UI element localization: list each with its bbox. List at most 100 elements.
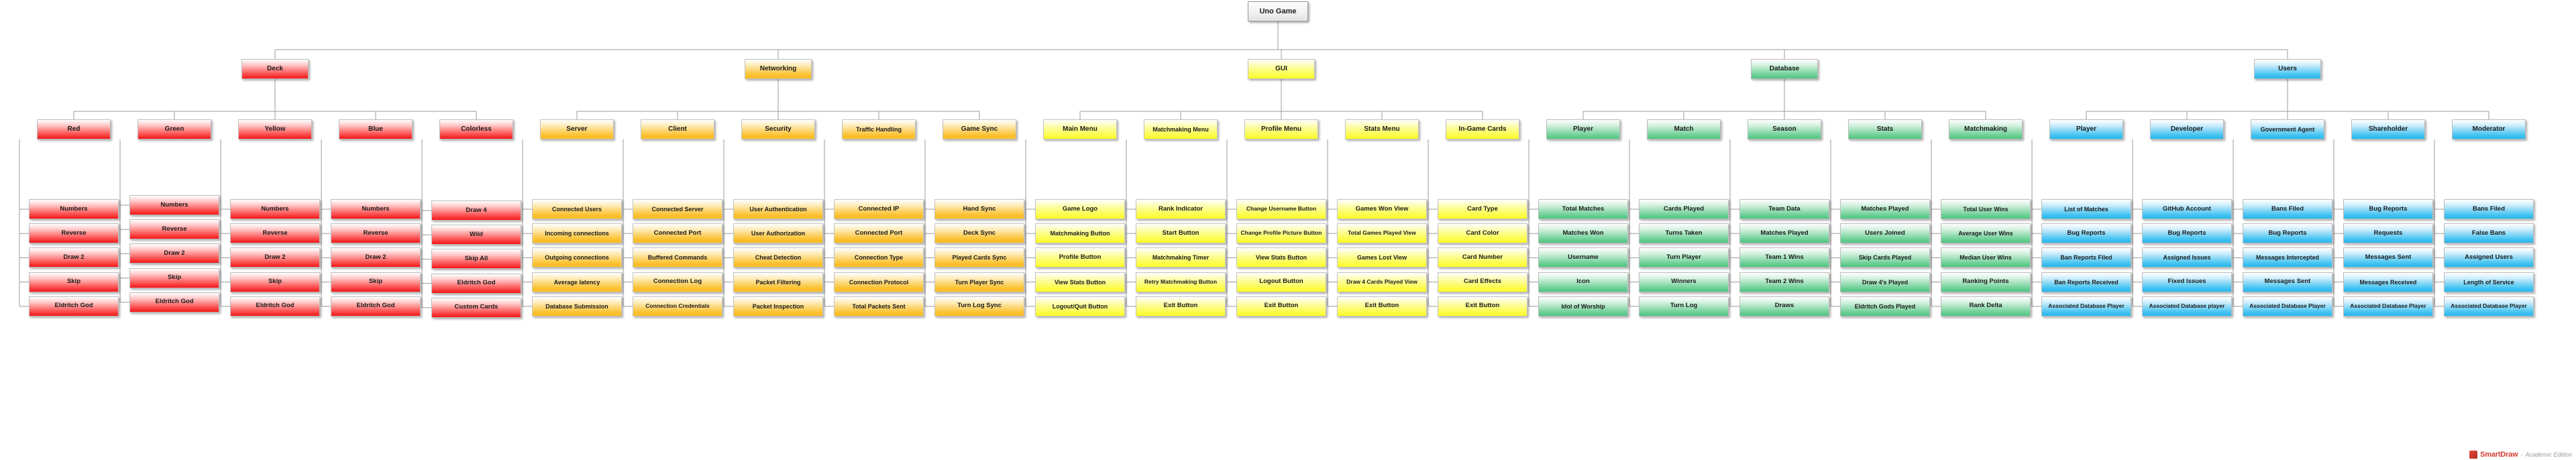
branch-node-gui[interactable]: GUI bbox=[1248, 59, 1315, 79]
leaf-node-games-lost-view[interactable]: Games Lost View bbox=[1337, 247, 1427, 268]
leaf-node-connected-ip[interactable]: Connected IP bbox=[834, 199, 924, 219]
leaf-node-rank-indicator[interactable]: Rank Indicator bbox=[1136, 199, 1226, 219]
leaf-node-cheat-detection[interactable]: Cheat Detection bbox=[733, 247, 823, 268]
leaf-node-fixed-issues[interactable]: Fixed Issues bbox=[2142, 272, 2232, 292]
category-node-traffic-handling[interactable]: Traffic Handling bbox=[842, 119, 916, 139]
leaf-node-total-user-wins[interactable]: Total User Wins bbox=[1941, 199, 2031, 219]
leaf-node-total-matches[interactable]: Total Matches bbox=[1538, 199, 1628, 219]
leaf-node-user-authentication[interactable]: User Authentication bbox=[733, 199, 823, 219]
leaf-node-matches-played[interactable]: Matches Played bbox=[1840, 199, 1930, 219]
leaf-node-associated-database-player[interactable]: Associated Database player bbox=[2142, 296, 2232, 317]
leaf-node-exit-button[interactable]: Exit Button bbox=[1136, 296, 1226, 317]
category-node-in-game-cards[interactable]: In-Game Cards bbox=[1446, 119, 1519, 139]
category-node-game-sync[interactable]: Game Sync bbox=[943, 119, 1016, 139]
leaf-node-reverse[interactable]: Reverse bbox=[331, 223, 421, 244]
leaf-node-reverse[interactable]: Reverse bbox=[129, 219, 219, 240]
category-node-season[interactable]: Season bbox=[1748, 119, 1821, 139]
leaf-node-total-packets-sent[interactable]: Total Packets Sent bbox=[834, 296, 924, 317]
leaf-node-numbers[interactable]: Numbers bbox=[331, 199, 421, 219]
leaf-node-database-submission[interactable]: Database Submission bbox=[532, 296, 622, 317]
leaf-node-users-joined[interactable]: Users Joined bbox=[1840, 223, 1930, 244]
leaf-node-hand-sync[interactable]: Hand Sync bbox=[934, 199, 1024, 219]
leaf-node-skip[interactable]: Skip bbox=[331, 272, 421, 292]
leaf-node-draw-4-cards-played-view[interactable]: Draw 4 Cards Played View bbox=[1337, 272, 1427, 292]
leaf-node-messages-intercepted[interactable]: Messages Intercepted bbox=[2243, 247, 2332, 268]
leaf-node-exit-button[interactable]: Exit Button bbox=[1438, 296, 1527, 317]
leaf-node-connection-credentials[interactable]: Connection Credentials bbox=[633, 296, 722, 317]
leaf-node-exit-button[interactable]: Exit Button bbox=[1236, 296, 1326, 317]
leaf-node-user-authorization[interactable]: User Authorization bbox=[733, 223, 823, 244]
leaf-node-turns-taken[interactable]: Turns Taken bbox=[1639, 223, 1729, 244]
leaf-node-requests[interactable]: Requests bbox=[2343, 223, 2433, 244]
leaf-node-associated-database-player[interactable]: Associated Database Player bbox=[2041, 296, 2131, 317]
leaf-node-turn-log[interactable]: Turn Log bbox=[1639, 296, 1729, 317]
leaf-node-change-username-button[interactable]: Change Username Button bbox=[1236, 199, 1326, 219]
leaf-node-numbers[interactable]: Numbers bbox=[29, 199, 119, 219]
leaf-node-matches-played[interactable]: Matches Played bbox=[1739, 223, 1829, 244]
leaf-node-ranking-points[interactable]: Ranking Points bbox=[1941, 272, 2031, 292]
leaf-node-username[interactable]: Username bbox=[1538, 247, 1628, 268]
leaf-node-matchmaking-button[interactable]: Matchmaking Button bbox=[1035, 223, 1125, 244]
category-node-developer[interactable]: Developer bbox=[2150, 119, 2224, 139]
leaf-node-eldritch-god[interactable]: Eldritch God bbox=[230, 296, 320, 317]
leaf-node-ban-reports-received[interactable]: Ban Reports Received bbox=[2041, 272, 2131, 292]
leaf-node-logout-quit-button[interactable]: Logout/Quit Button bbox=[1035, 296, 1125, 317]
leaf-node-messages-sent[interactable]: Messages Sent bbox=[2243, 272, 2332, 292]
leaf-node-winners[interactable]: Winners bbox=[1639, 272, 1729, 292]
leaf-node-logout-button[interactable]: Logout Button bbox=[1236, 272, 1326, 292]
leaf-node-connection-type[interactable]: Connection Type bbox=[834, 247, 924, 268]
leaf-node-cards-played[interactable]: Cards Played bbox=[1639, 199, 1729, 219]
leaf-node-assigned-users[interactable]: Assigned Users bbox=[2444, 247, 2534, 268]
leaf-node-team-data[interactable]: Team Data bbox=[1739, 199, 1829, 219]
leaf-node-card-type[interactable]: Card Type bbox=[1438, 199, 1527, 219]
leaf-node-played-cards-sync[interactable]: Played Cards Sync bbox=[934, 247, 1024, 268]
leaf-node-ban-reports-filed[interactable]: Ban Reports Filed bbox=[2041, 247, 2131, 268]
leaf-node-bug-reports[interactable]: Bug Reports bbox=[2243, 223, 2332, 244]
leaf-node-outgoing-connections[interactable]: Outgoing connections bbox=[532, 247, 622, 268]
leaf-node-packet-filtering[interactable]: Packet Filtering bbox=[733, 272, 823, 292]
category-node-player[interactable]: Player bbox=[2049, 119, 2123, 139]
category-node-match[interactable]: Match bbox=[1647, 119, 1721, 139]
leaf-node-draw-4-s-played[interactable]: Draw 4's Played bbox=[1840, 272, 1930, 292]
leaf-node-draw-2[interactable]: Draw 2 bbox=[331, 247, 421, 268]
leaf-node-average-latency[interactable]: Average latency bbox=[532, 272, 622, 292]
leaf-node-profile-button[interactable]: Profile Button bbox=[1035, 247, 1125, 268]
leaf-node-connected-server[interactable]: Connected Server bbox=[633, 199, 722, 219]
leaf-node-draws[interactable]: Draws bbox=[1739, 296, 1829, 317]
category-node-stats-menu[interactable]: Stats Menu bbox=[1345, 119, 1419, 139]
leaf-node-connection-protocol[interactable]: Connection Protocol bbox=[834, 272, 924, 292]
branch-node-database[interactable]: Database bbox=[1751, 59, 1818, 79]
leaf-node-connected-port[interactable]: Connected Port bbox=[633, 223, 722, 244]
leaf-node-assigned-issues[interactable]: Assigned Issues bbox=[2142, 247, 2232, 268]
leaf-node-bans-filed[interactable]: Bans Filed bbox=[2243, 199, 2332, 219]
leaf-node-wild[interactable]: Wild bbox=[431, 225, 521, 245]
leaf-node-start-button[interactable]: Start Button bbox=[1136, 223, 1226, 244]
leaf-node-retry-matchmaking-button[interactable]: Retry Matchmaking Button bbox=[1136, 272, 1226, 292]
leaf-node-list-of-matches[interactable]: List of Matches bbox=[2041, 199, 2131, 219]
leaf-node-skip[interactable]: Skip bbox=[29, 272, 119, 292]
leaf-node-view-stats-button[interactable]: View Stats Button bbox=[1035, 272, 1125, 292]
leaf-node-associated-database-player[interactable]: Associated Database Player bbox=[2444, 296, 2534, 317]
leaf-node-eldritch-god[interactable]: Eldritch God bbox=[29, 296, 119, 317]
leaf-node-card-color[interactable]: Card Color bbox=[1438, 223, 1527, 244]
leaf-node-icon[interactable]: Icon bbox=[1538, 272, 1628, 292]
leaf-node-messages-sent[interactable]: Messages Sent bbox=[2343, 247, 2433, 268]
branch-node-networking[interactable]: Networking bbox=[745, 59, 812, 79]
leaf-node-connection-log[interactable]: Connection Log bbox=[633, 272, 722, 292]
leaf-node-turn-log-sync[interactable]: Turn Log Sync bbox=[934, 296, 1024, 317]
leaf-node-false-bans[interactable]: False Bans bbox=[2444, 223, 2534, 244]
leaf-node-connected-users[interactable]: Connected Users bbox=[532, 199, 622, 219]
leaf-node-turn-player-sync[interactable]: Turn Player Sync bbox=[934, 272, 1024, 292]
category-node-colorless[interactable]: Colorless bbox=[439, 119, 513, 139]
category-node-shareholder[interactable]: Shareholder bbox=[2351, 119, 2425, 139]
leaf-node-length-of-service[interactable]: Length of Service bbox=[2444, 272, 2534, 292]
leaf-node-eldritch-gods-played[interactable]: Eldritch Gods Played bbox=[1840, 296, 1930, 317]
category-node-security[interactable]: Security bbox=[741, 119, 815, 139]
category-node-profile-menu[interactable]: Profile Menu bbox=[1244, 119, 1318, 139]
category-node-yellow[interactable]: Yellow bbox=[238, 119, 312, 139]
leaf-node-eldritch-god[interactable]: Eldritch God bbox=[431, 273, 521, 294]
category-node-matchmaking[interactable]: Matchmaking bbox=[1949, 119, 2023, 139]
leaf-node-turn-player[interactable]: Turn Player bbox=[1639, 247, 1729, 268]
leaf-node-reverse[interactable]: Reverse bbox=[29, 223, 119, 244]
category-node-moderator[interactable]: Moderator bbox=[2452, 119, 2526, 139]
